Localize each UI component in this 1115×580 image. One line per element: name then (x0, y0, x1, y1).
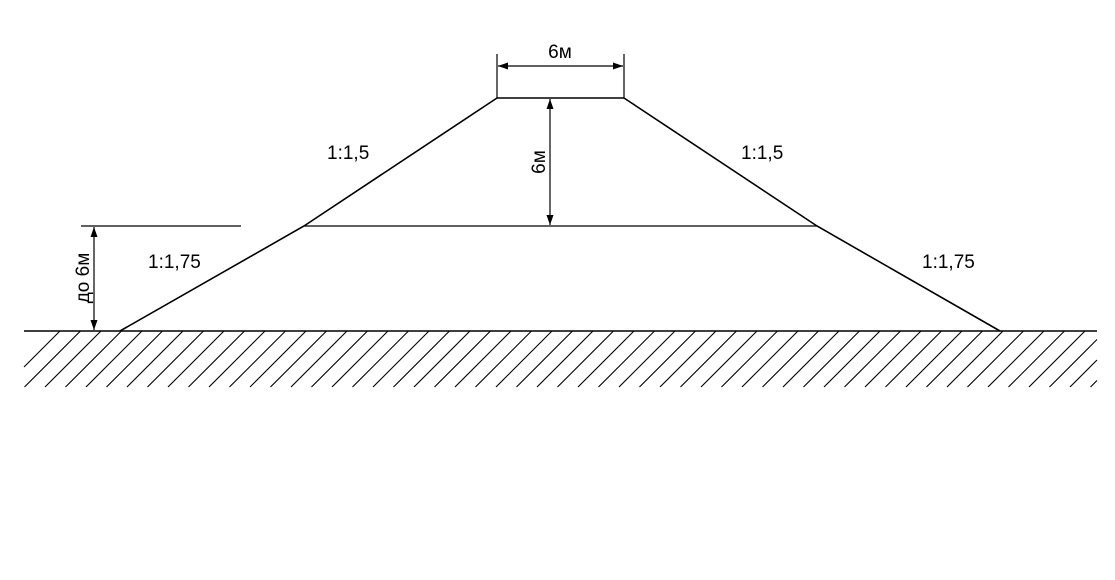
top-width-label: 6м (548, 42, 572, 63)
ground-hatch-stroke (229, 330, 286, 388)
ground-hatch-stroke (475, 330, 532, 388)
ground-hatch-stroke (577, 330, 635, 388)
ground-hatch-stroke (803, 330, 860, 388)
ground-hatch-stroke (700, 330, 758, 388)
ground-hatch-stroke (249, 330, 307, 388)
ground-hatch-stroke (126, 330, 184, 388)
ground-hatch-stroke (844, 330, 901, 388)
ground-hatch-stroke (741, 330, 799, 388)
ground-hatch-stroke (290, 330, 348, 388)
ground-hatching (23, 330, 1098, 388)
ground-hatch-stroke (864, 330, 922, 388)
upper-slope-right-label: 1:1,5 (741, 143, 783, 164)
upper-slope-left-label: 1:1,5 (327, 143, 369, 164)
ground-hatch-stroke (393, 330, 450, 388)
ground-hatch-stroke (270, 330, 327, 388)
ground-hatch-stroke (44, 330, 102, 388)
ground-hatch-stroke (782, 330, 840, 388)
ground-hatch-stroke (352, 330, 409, 388)
ground-hatch-stroke (536, 330, 594, 388)
ground-hatch-stroke (1069, 359, 1098, 388)
ground-hatch-stroke (618, 330, 676, 388)
ground-hatch-stroke (721, 330, 778, 388)
ground-hatch-stroke (598, 330, 655, 388)
ground-hatch-stroke (557, 330, 614, 388)
ground-hatch-stroke (1090, 380, 1098, 388)
embankment-left-slope (119, 97, 498, 332)
ground-hatch-stroke (23, 330, 61, 368)
ground-hatch-stroke (434, 330, 491, 388)
ground-hatch-stroke (1028, 330, 1086, 388)
lower-slope-right-label: 1:1,75 (922, 252, 975, 273)
ground-hatch-stroke (311, 330, 368, 388)
ground-hatch-stroke (967, 330, 1024, 388)
ground-hatch-stroke (639, 330, 696, 388)
ground-hatch-stroke (188, 330, 245, 388)
ground-hatch-stroke (905, 330, 963, 388)
ground-hatch-stroke (85, 330, 143, 388)
ground-hatch-stroke (167, 330, 225, 388)
ground-hatch-stroke (331, 330, 389, 388)
ground-hatch-stroke (372, 330, 430, 388)
embankment-right-slope (623, 97, 1001, 332)
ground-hatch-stroke (24, 330, 81, 388)
ground-hatch-stroke (946, 330, 1004, 388)
ground-hatch-stroke (413, 330, 471, 388)
lower-height-label: до 6м (73, 253, 94, 304)
ground-hatch-stroke (885, 330, 942, 388)
ground-hatch-stroke (659, 330, 717, 388)
ground-hatch-stroke (454, 330, 512, 388)
ground-hatch-stroke (208, 330, 266, 388)
ground-hatch-stroke (926, 330, 983, 388)
lower-slope-left-label: 1:1,75 (148, 252, 201, 273)
ground-hatch-stroke (106, 330, 163, 388)
ground-hatch-stroke (823, 330, 881, 388)
ground-hatch-stroke (65, 330, 122, 388)
ground-hatch-stroke (516, 330, 573, 388)
ground-hatch-stroke (680, 330, 737, 388)
ground-hatch-stroke (987, 330, 1045, 388)
ground-hatch-stroke (762, 330, 819, 388)
ground-hatch-stroke (1049, 339, 1098, 388)
ground-hatch-stroke (1008, 330, 1065, 388)
upper-height-label: 6м (529, 150, 550, 174)
ground-hatch-stroke (495, 330, 553, 388)
ground-hatch-stroke (147, 330, 204, 388)
